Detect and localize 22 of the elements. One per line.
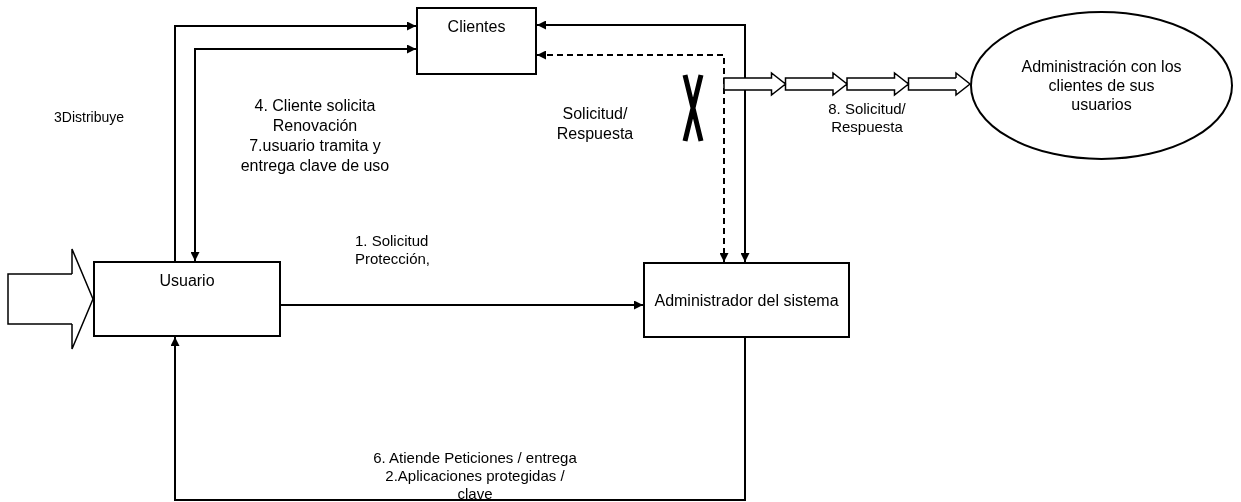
edge-label: 8. Solicitud/ Respuesta — [827, 100, 907, 136]
process-box — [93, 261, 281, 337]
note-text: 3Distribuye — [54, 108, 126, 126]
arrow — [170, 336, 746, 501]
process-box — [416, 7, 537, 75]
block-arrow — [7, 248, 94, 350]
dashed-arrow — [536, 50, 729, 263]
arrow — [174, 21, 417, 262]
node-label: Clientes — [447, 17, 506, 36]
process-box — [643, 262, 850, 338]
ellipse-node — [970, 11, 1233, 160]
edge-label: 1. Solicitud Protección, — [355, 232, 432, 268]
block-arrow — [723, 71, 971, 97]
node-label: Administrador del sistema — [654, 290, 839, 310]
arrow — [536, 20, 750, 263]
note-text: Solicitud/ Respuesta — [555, 104, 635, 144]
node-label: Administración con los clientes de sus usuarios — [1020, 57, 1183, 114]
arrow — [190, 44, 417, 262]
node-label: Usuario — [159, 271, 215, 290]
note-text: 4. Cliente solicita Renovación 7.usuario tramita y entrega clave de uso — [240, 96, 390, 176]
arrow — [280, 300, 644, 310]
edge-label: 6. Atiende Peticiones / entrega 2.Aplicaciones protegidas / clave — [372, 449, 578, 502]
